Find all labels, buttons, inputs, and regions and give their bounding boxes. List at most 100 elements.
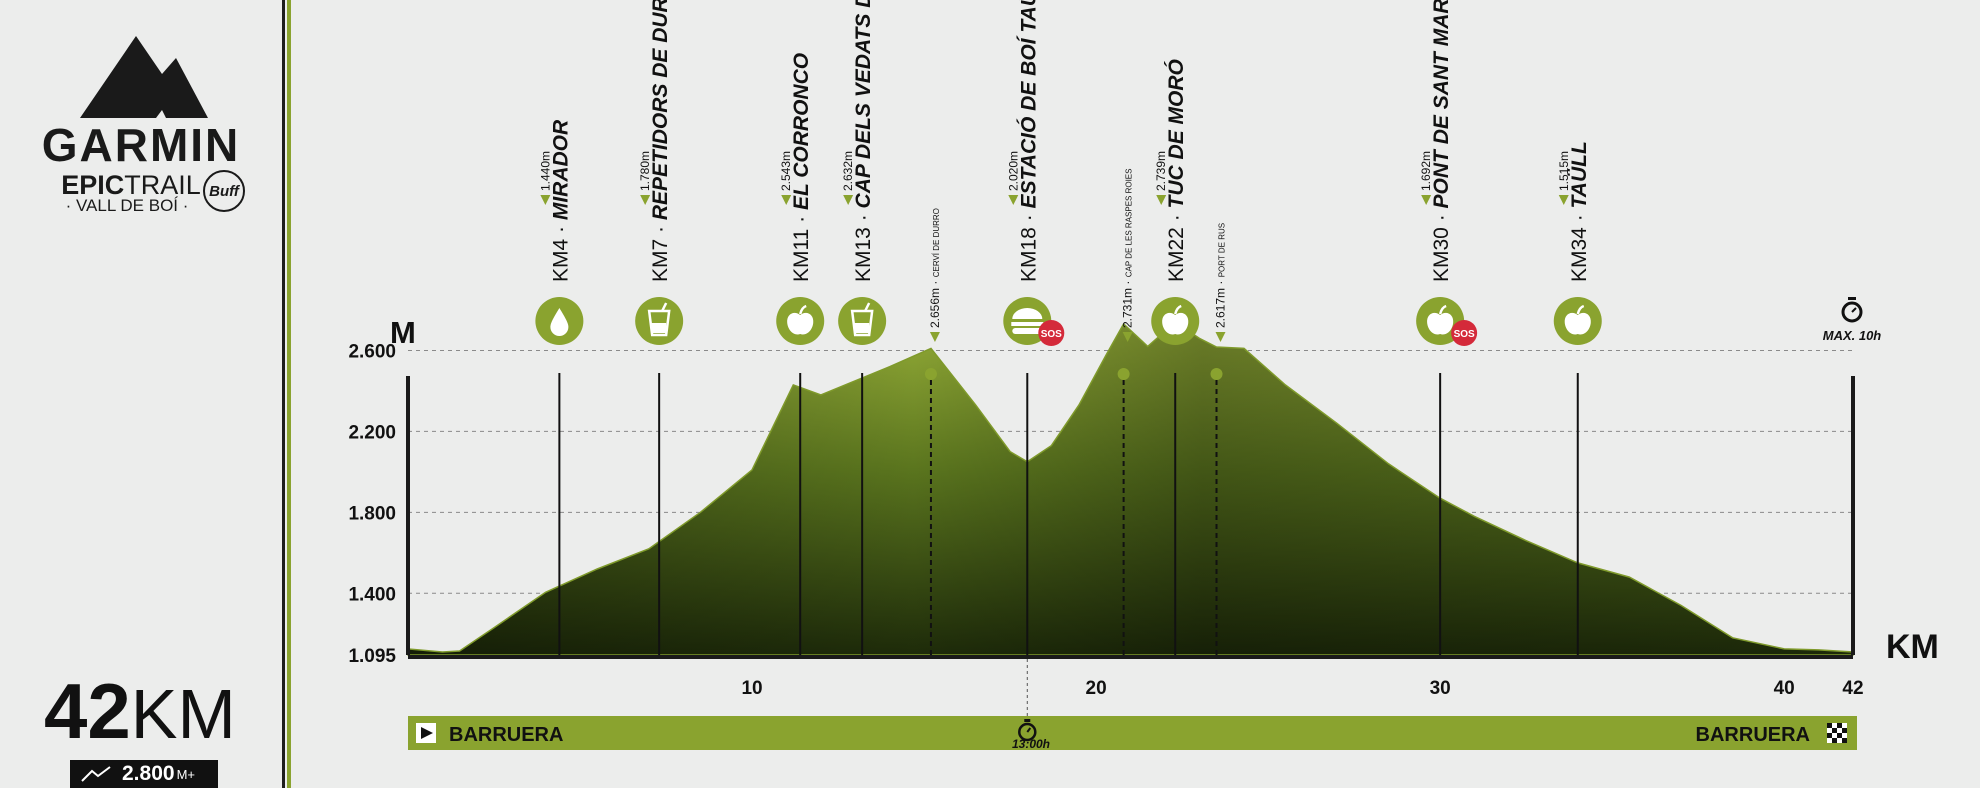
altitude-triangle-icon — [1122, 332, 1133, 342]
checkpoint-name: TUC DE MORÓ — [1164, 59, 1188, 208]
peak-label: 2.617m · PORT DE RUS — [1214, 223, 1228, 342]
race-distance: 42KM — [44, 672, 236, 753]
apple-glyph-icon — [787, 304, 814, 335]
checkpoint-label-text: KM18 · ESTACIÓ DE BOÍ TAÜLL — [1016, 0, 1040, 282]
checkpoint-altitude-text: 2.020m — [1006, 151, 1020, 191]
x-tick-label: 40 — [1774, 678, 1795, 699]
peak-altitude: 2.617m · — [1214, 277, 1228, 328]
y-tick-label: 2.200 — [348, 422, 396, 443]
y-tick-label: 1.800 — [348, 503, 396, 524]
apple-glyph-icon — [1427, 304, 1454, 335]
flag-square — [1842, 733, 1847, 738]
route-bar-fill — [408, 716, 1857, 750]
peak-marker-icon — [1210, 368, 1223, 380]
altitude-triangle-icon — [1156, 195, 1167, 205]
y-axis-label: M — [390, 315, 416, 350]
checkpoint-label-text: KM11 · EL CORRONCO — [790, 53, 813, 282]
checkpoint-name: EL CORRONCO — [790, 53, 813, 210]
drink-fill-shape — [854, 323, 870, 333]
profile-outline — [407, 321, 1854, 656]
apple-glyph-icon — [1564, 304, 1591, 335]
x-axis-label: KM — [1886, 628, 1939, 666]
stopwatch-ring — [1018, 722, 1037, 742]
flag-square — [1837, 738, 1842, 743]
apple-glyph-icon — [1162, 304, 1189, 335]
flag-square — [1842, 738, 1847, 743]
checkered-flag-icon — [1827, 723, 1847, 743]
checkpoint-altitude-text: 2.543m — [779, 151, 793, 191]
apple-stem-shape — [1576, 304, 1585, 315]
stopwatch-ring — [1841, 301, 1863, 323]
cutoff-stopwatch-icon — [1018, 719, 1037, 742]
checkpoint-name: MIRADOR — [549, 119, 572, 220]
checkpoint-altitude: 2.543m — [779, 151, 793, 205]
sos-badge-icon — [1038, 320, 1065, 346]
epic-text: EPIC — [61, 170, 125, 200]
checkpoint-name: CAP DELS VEDATS D'ERTA — [852, 0, 875, 208]
flag-square — [1842, 728, 1847, 733]
checkpoint-altitude-text: 2.739m — [1154, 151, 1168, 191]
checkpoint-label-text: KM4 · MIRADOR — [549, 119, 572, 282]
checkpoint-label-text: KM34 · TAÜLL — [1568, 141, 1591, 282]
peak-label-text: 2.617m · PORT DE RUS — [1214, 223, 1228, 328]
checkpoint-label: KM7 · REPETIDORS DE DURRO — [649, 0, 672, 282]
peak-altitude: 2.656m · — [928, 277, 942, 328]
flag-square — [1827, 738, 1832, 743]
peak-label-text: 2.731m · CAP DE LES RASPES ROIES — [1121, 169, 1135, 328]
checkpoint-label: KM18 · ESTACIÓ DE BOÍ TAÜLL — [1016, 0, 1040, 282]
checkpoint-label: KM4 · MIRADOR — [549, 119, 572, 282]
checkpoint-label: KM22 · TUC DE MORÓ — [1164, 59, 1188, 282]
apple-shape — [1427, 312, 1454, 335]
x-tick-label: 30 — [1430, 678, 1451, 699]
elevation-trend-icon — [81, 766, 111, 782]
checkpoint-label-text: KM30 · PONT DE SANT MARTÍ — [1430, 0, 1453, 282]
buff-logo: Buff — [203, 170, 245, 212]
y-tick-label: 2.600 — [348, 341, 396, 362]
checkpoint-name: PONT DE SANT MARTÍ — [1430, 0, 1453, 208]
mountain-logo-icon — [80, 36, 208, 118]
peak-name: PORT DE RUS — [1218, 223, 1227, 277]
bun-filling-shape — [1011, 322, 1044, 326]
drink-icon — [838, 297, 887, 345]
x-tick-label: 10 — [741, 678, 762, 699]
apple-shape — [787, 312, 814, 335]
checkpoint-name: TAÜLL — [1568, 141, 1591, 208]
checkpoint-altitude: 1.780m — [638, 151, 652, 205]
drink-straw-shape — [864, 302, 871, 312]
checkpoint-altitude: 1.440m — [538, 151, 552, 205]
checkpoint-label: KM11 · EL CORRONCO — [790, 53, 813, 282]
water-drop-glyph-icon — [550, 308, 569, 336]
garmin-logo-text: GARMIN — [41, 119, 241, 171]
altitude-triangle-icon — [1558, 195, 1569, 205]
checkpoint-label: KM34 · TAÜLL — [1568, 141, 1591, 282]
play-icon — [421, 727, 433, 739]
stopwatch-hand — [1851, 307, 1857, 313]
checkpoint-label-text: KM22 · TUC DE MORÓ — [1164, 59, 1188, 282]
altitude-triangle-icon — [540, 195, 551, 205]
epic-trail-logo: EPICTRAIL — [0, 170, 272, 201]
distance-number: 42 — [44, 667, 131, 755]
checkpoint-altitude-text: 1.780m — [638, 151, 652, 191]
apple-stem-shape — [799, 304, 807, 315]
altitude-triangle-icon — [640, 195, 651, 205]
altitude-triangle-icon — [1421, 195, 1432, 205]
checkpoint-altitude-text: 1.515m — [1557, 151, 1571, 191]
apple-shape — [1162, 312, 1189, 335]
altitude-triangle-icon — [843, 195, 854, 205]
peak-altitude: 2.731m · — [1121, 277, 1135, 328]
drink-glyph-icon — [850, 302, 874, 337]
checkpoint-altitude: 1.515m — [1557, 151, 1571, 205]
checkpoint-km: KM11 · — [790, 210, 813, 282]
checkpoint-label: KM13 · CAP DELS VEDATS D'ERTA — [852, 0, 875, 282]
marker-lines — [558, 373, 1579, 655]
apple-stem-shape — [1438, 304, 1447, 315]
checkpoint-km: KM13 · — [852, 208, 875, 282]
flag-square — [1832, 728, 1837, 733]
checkpoint-altitude: 1.692m — [1419, 151, 1433, 205]
peak-label: 2.731m · CAP DE LES RASPES ROIES — [1121, 169, 1135, 342]
altitude-triangle-icon — [781, 195, 792, 205]
y-tick-label: 1.400 — [348, 584, 396, 605]
